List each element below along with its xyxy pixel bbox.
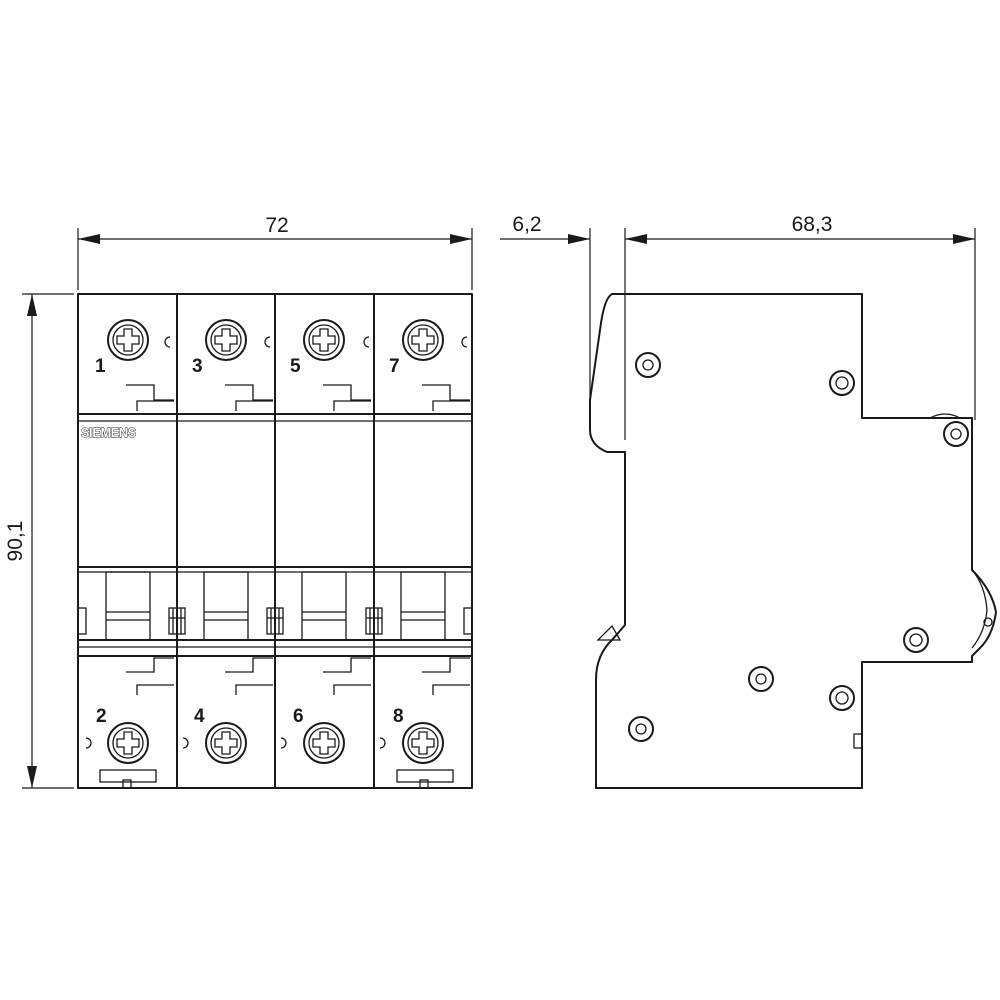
pole-2: 3 4 <box>182 319 273 764</box>
terminal-label-3: 3 <box>192 356 203 377</box>
dimension-height-label: 90,1 <box>4 521 27 562</box>
handle-connectors <box>77 607 473 635</box>
dimension-offset: 6,2 <box>500 213 647 440</box>
dimension-offset-label: 6,2 <box>512 213 541 236</box>
terminal-label-4: 4 <box>194 706 205 727</box>
brand-logo: SIEMENS <box>81 426 136 440</box>
rivets <box>628 352 969 742</box>
side-view <box>589 293 997 789</box>
pole-3: 5 6 <box>280 319 371 764</box>
terminal-label-6: 6 <box>293 706 304 727</box>
terminal-label-7: 7 <box>389 356 400 377</box>
dimension-depth: 68,3 <box>625 213 976 420</box>
dimension-width-label: 72 <box>265 214 288 237</box>
pole-1: 1 2 <box>85 319 174 789</box>
front-view: SIEMENS 1 2 3 <box>77 293 473 789</box>
dimension-depth-label: 68,3 <box>792 213 833 236</box>
terminal-label-2: 2 <box>96 706 107 727</box>
pole-4: 7 8 <box>379 319 470 789</box>
dimension-height: 90,1 <box>4 293 74 789</box>
terminal-label-1: 1 <box>95 356 106 377</box>
dimension-width: 72 <box>77 214 473 290</box>
terminal-label-8: 8 <box>393 706 404 727</box>
terminal-label-5: 5 <box>290 356 301 377</box>
